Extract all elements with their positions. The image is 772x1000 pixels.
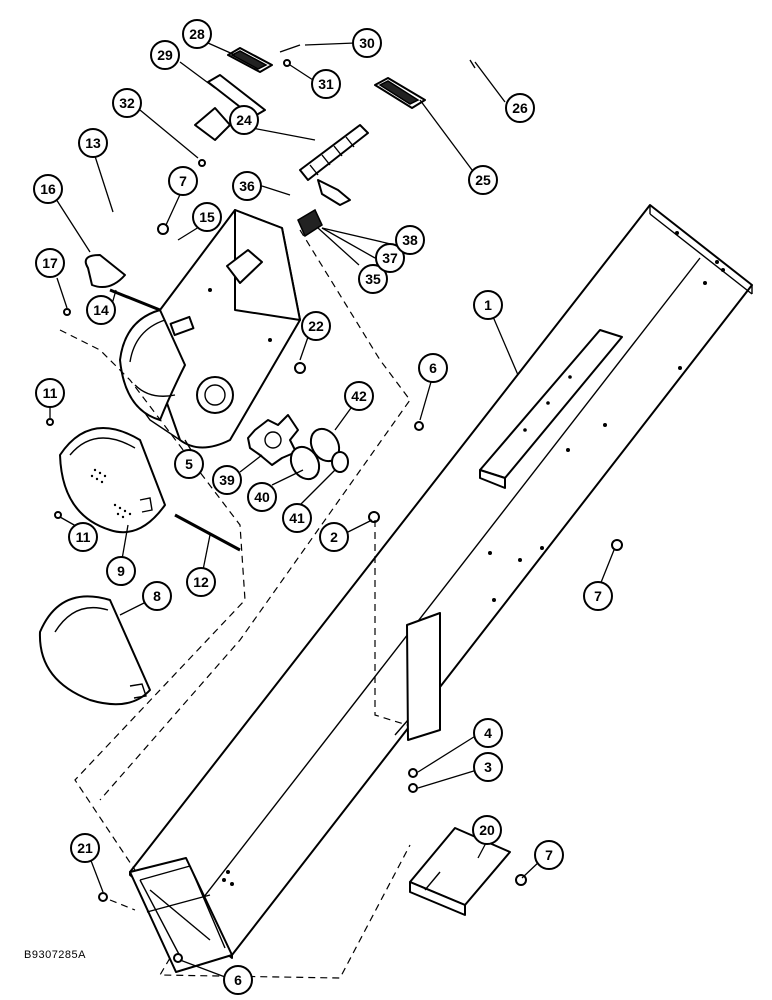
callout: 8 xyxy=(142,581,172,611)
callout: 38 xyxy=(395,225,425,255)
callout: 42 xyxy=(344,381,374,411)
assembly-line-plate xyxy=(374,520,408,726)
callout: 14 xyxy=(86,295,116,325)
callout: 31 xyxy=(311,69,341,99)
callout: 6 xyxy=(223,965,253,995)
svg-text:31: 31 xyxy=(318,76,334,92)
svg-text:7: 7 xyxy=(179,173,187,189)
callout: 22 xyxy=(301,311,331,341)
svg-text:38: 38 xyxy=(402,232,418,248)
callout: 16 xyxy=(33,174,63,204)
svg-text:39: 39 xyxy=(219,472,235,488)
svg-text:24: 24 xyxy=(236,112,252,128)
callout: 15 xyxy=(192,202,222,232)
svg-text:3: 3 xyxy=(484,759,492,775)
svg-text:2: 2 xyxy=(330,529,338,545)
svg-text:11: 11 xyxy=(76,529,91,545)
svg-text:11: 11 xyxy=(43,385,58,401)
svg-text:8: 8 xyxy=(153,588,161,604)
callout: 21 xyxy=(70,833,100,863)
svg-text:32: 32 xyxy=(119,95,135,111)
svg-text:6: 6 xyxy=(234,972,242,988)
callout: 26 xyxy=(505,93,535,123)
callout: 36 xyxy=(232,171,262,201)
elevator-tube xyxy=(129,204,753,973)
hardware xyxy=(46,44,623,963)
svg-text:20: 20 xyxy=(479,822,495,838)
callout: 30 xyxy=(352,28,382,58)
assembly-line-right xyxy=(99,229,411,801)
callout: 7 xyxy=(583,581,613,611)
callout: 5 xyxy=(174,449,204,479)
svg-text:30: 30 xyxy=(359,35,375,51)
block xyxy=(297,208,323,238)
cover-9 xyxy=(59,427,166,534)
callout: 17 xyxy=(35,248,65,278)
callout: 37 xyxy=(375,243,405,273)
svg-text:1: 1 xyxy=(484,297,492,313)
callout: 20 xyxy=(472,815,502,845)
svg-text:28: 28 xyxy=(189,26,205,42)
callout: 35 xyxy=(358,264,388,294)
svg-text:36: 36 xyxy=(239,178,255,194)
callout: 39 xyxy=(212,465,242,495)
svg-text:40: 40 xyxy=(254,489,270,505)
callout: 9 xyxy=(106,556,136,586)
svg-text:4: 4 xyxy=(484,725,492,741)
svg-text:15: 15 xyxy=(199,209,215,225)
callout: 12 xyxy=(186,567,216,597)
svg-text:14: 14 xyxy=(93,302,109,318)
svg-text:35: 35 xyxy=(365,271,381,287)
callout: 29 xyxy=(150,40,180,70)
callout: 7 xyxy=(534,840,564,870)
svg-text:13: 13 xyxy=(85,135,101,151)
svg-text:22: 22 xyxy=(308,318,324,334)
assembly-line-left xyxy=(59,329,246,871)
tube-plate xyxy=(394,612,441,741)
svg-text:6: 6 xyxy=(429,360,437,376)
drawing-id: B9307285A xyxy=(24,949,86,961)
svg-text:7: 7 xyxy=(545,847,553,863)
chain xyxy=(299,124,369,206)
callout: 7 xyxy=(168,166,198,196)
svg-text:17: 17 xyxy=(42,255,58,271)
svg-text:16: 16 xyxy=(40,181,56,197)
svg-text:37: 37 xyxy=(382,250,398,266)
callout: 32 xyxy=(112,88,142,118)
spacer xyxy=(289,427,349,481)
callouts: 1 2 3 4 5 6 6 7 7 7 8 9 11 11 12 13 14 1… xyxy=(33,19,613,995)
callout: 2 xyxy=(319,522,349,552)
callout: 3 xyxy=(473,752,503,782)
cover-8 xyxy=(38,595,151,706)
svg-text:29: 29 xyxy=(157,47,173,63)
callout: 25 xyxy=(468,165,498,195)
callout: 4 xyxy=(473,718,503,748)
svg-text:25: 25 xyxy=(475,172,491,188)
callout: 40 xyxy=(247,482,277,512)
callout: 13 xyxy=(78,128,108,158)
svg-text:9: 9 xyxy=(117,563,125,579)
callout: 6 xyxy=(418,353,448,383)
svg-text:7: 7 xyxy=(594,588,602,604)
svg-text:26: 26 xyxy=(512,100,528,116)
plate-20 xyxy=(409,827,511,916)
callout: 24 xyxy=(229,105,259,135)
paddles xyxy=(227,47,426,109)
svg-text:42: 42 xyxy=(351,388,367,404)
callout: 41 xyxy=(282,503,312,533)
svg-text:41: 41 xyxy=(289,510,305,526)
svg-text:5: 5 xyxy=(185,456,193,472)
svg-text:12: 12 xyxy=(193,574,209,590)
svg-text:21: 21 xyxy=(77,840,93,856)
callout: 11 xyxy=(35,378,65,408)
callout: 11 xyxy=(68,522,98,552)
head-housing xyxy=(119,209,301,449)
mounting-rail xyxy=(479,329,623,489)
callout: 28 xyxy=(182,19,212,49)
callout: 1 xyxy=(473,290,503,320)
